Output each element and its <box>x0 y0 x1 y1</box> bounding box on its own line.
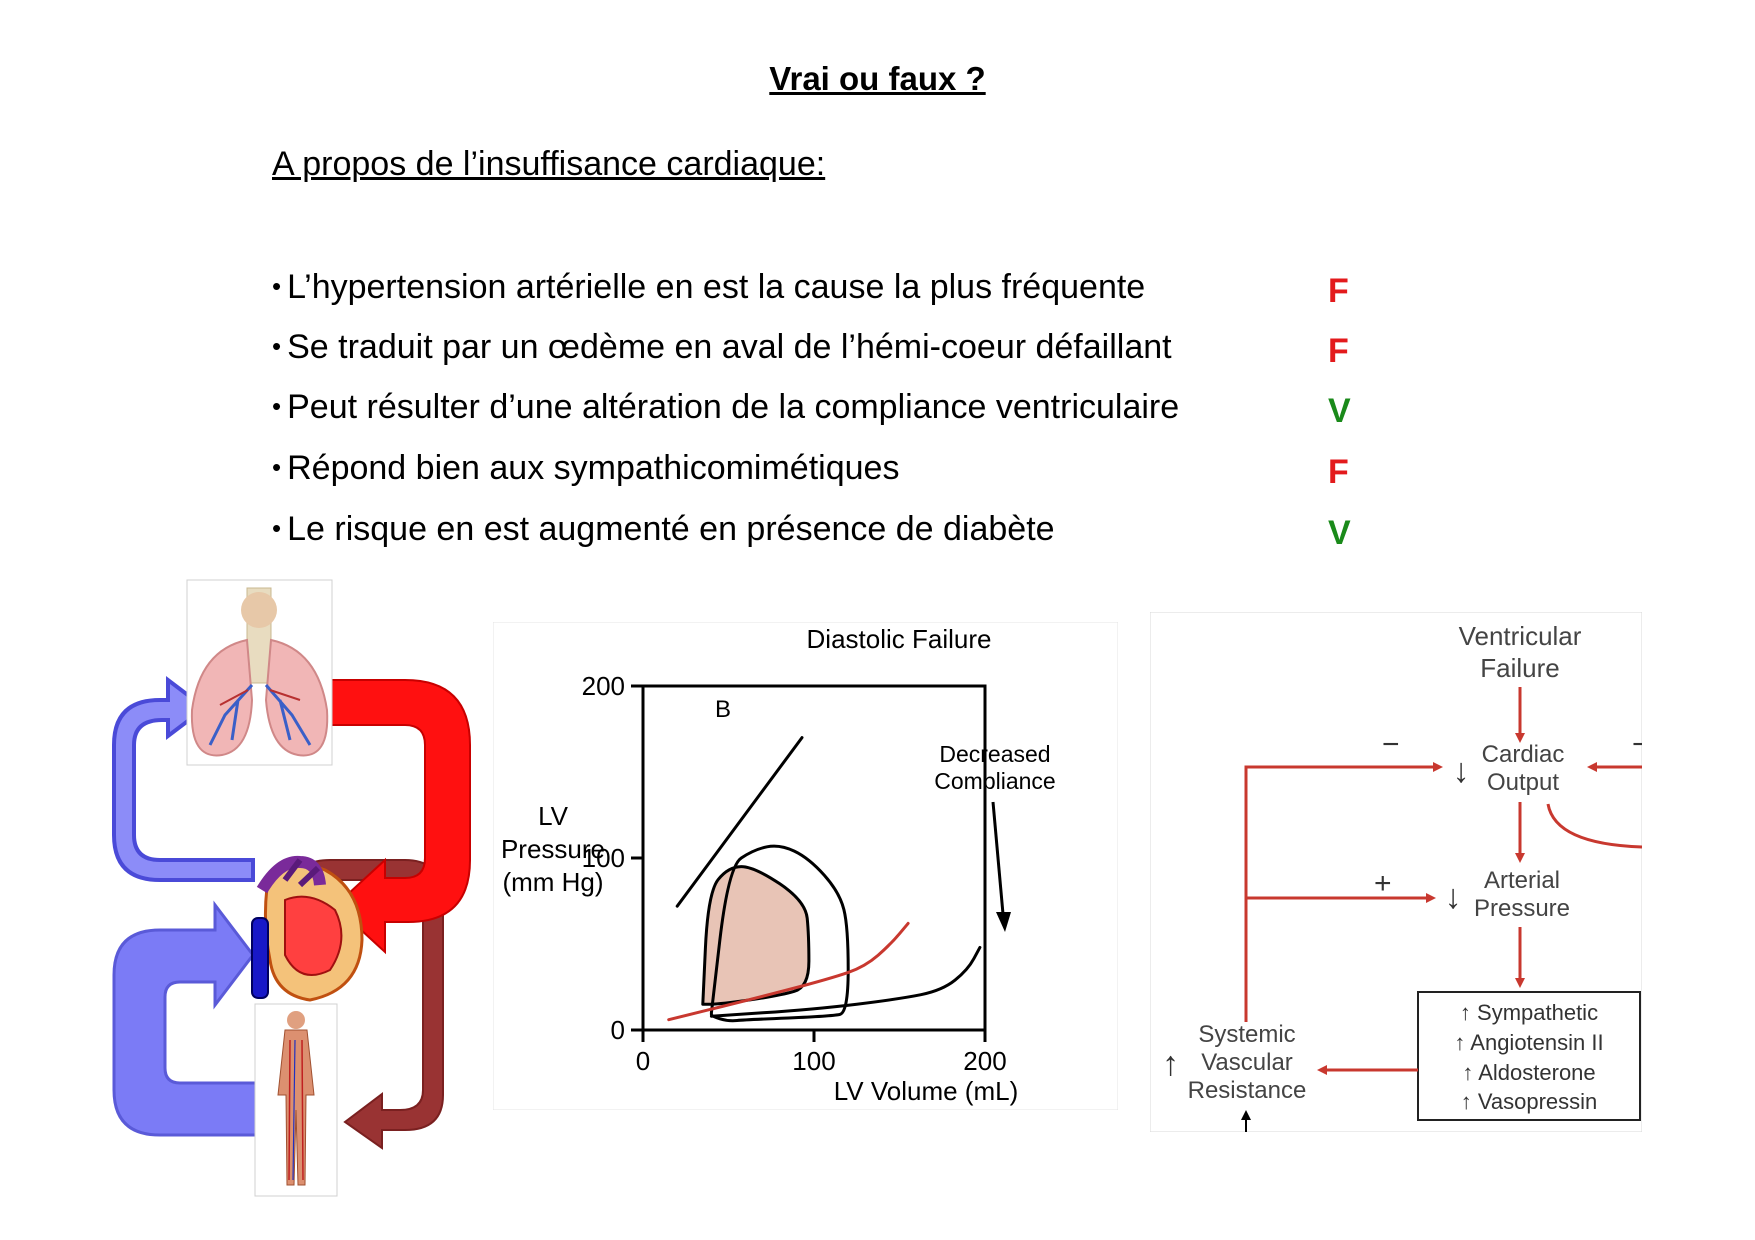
answer-5: V <box>1328 514 1351 552</box>
minus-sign: − <box>1382 728 1400 761</box>
decreased-compliance-curve <box>667 921 910 1022</box>
normal-pv-loop <box>709 844 850 1023</box>
box-line-2: ↑ Angiotensin II <box>1454 1030 1603 1055</box>
statement-text: L’hypertension artérielle en est la caus… <box>287 268 1146 306</box>
statement-1: •L’hypertension artérielle en est la cau… <box>272 268 1145 307</box>
svr-line2: Vascular <box>1201 1049 1293 1076</box>
statement-text: Se traduit par un œdème en aval de l’hém… <box>287 328 1172 366</box>
circulation-diagram <box>112 579 471 1197</box>
x-tick-label: 0 <box>636 1046 650 1076</box>
y-tick-label: 200 <box>582 671 625 701</box>
statement-text: Répond bien aux sympathicomimétiques <box>287 449 900 487</box>
y-axis-label-line3: (mm Hg) <box>502 867 603 897</box>
answer-4: F <box>1328 453 1349 491</box>
svr-up-icon: ↑ <box>1162 1045 1179 1083</box>
statement-text: Le risque en est augmenté en présence de… <box>287 510 1055 548</box>
y-axis-label-line2: Pressure <box>501 834 605 864</box>
bullet-icon: • <box>272 331 282 361</box>
bullet-icon: • <box>272 513 282 543</box>
annotation-line2: Compliance <box>934 768 1055 794</box>
chart-title: Diastolic Failure <box>807 624 992 654</box>
pv-chart: Diastolic Failure B LV Pressure (mm Hg) … <box>493 622 1118 1110</box>
failure-pv-loop <box>701 865 811 1006</box>
bullet-icon: • <box>272 452 282 482</box>
box-line-1: ↑ Sympathetic <box>1460 1000 1598 1025</box>
arterial-pressure-line2: Pressure <box>1474 895 1570 922</box>
statement-3: •Peut résulter d’une altération de la co… <box>272 388 1179 427</box>
normal-compliance-curve <box>709 945 982 1018</box>
flow-diagram: Ventricular Failure ↓ Cardiac Output ↓ A… <box>1150 612 1642 1132</box>
svr-line3: Resistance <box>1188 1077 1307 1104</box>
y-axis-label-line1: LV <box>538 801 569 831</box>
x-axis-label: LV Volume (mL) <box>834 1076 1018 1106</box>
svr-line1: Systemic <box>1198 1021 1295 1048</box>
ventricular-failure-line2: Failure <box>1480 653 1559 683</box>
page-title: Vrai ou faux ? <box>769 60 986 97</box>
x-tick-label: 200 <box>963 1046 1006 1076</box>
cardiac-output-line2: Output <box>1487 769 1559 796</box>
bullet-icon: • <box>272 391 282 421</box>
annotation-arrow-shaft <box>991 801 1005 915</box>
x-tick-label: 100 <box>792 1046 835 1076</box>
curve-output-right <box>1546 803 1642 849</box>
cardiac-output-down-icon: ↓ <box>1453 752 1470 790</box>
heart-image <box>251 855 364 1002</box>
annotation-arrow-head <box>996 912 1011 932</box>
statement-5: •Le risque en est augmenté en présence d… <box>272 510 1055 549</box>
page-subtitle: A propos de l’insuffisance cardiaque: <box>272 145 826 183</box>
answer-3: V <box>1328 392 1351 430</box>
y-tick-label: 100 <box>582 843 625 873</box>
answer-1: F <box>1328 272 1349 310</box>
minus-sign-right: − <box>1632 728 1642 761</box>
blue-arrow-top <box>112 675 255 882</box>
red-arrow <box>311 679 471 955</box>
answer-2: F <box>1328 332 1349 370</box>
blue-arrow-bottom <box>112 900 272 1137</box>
annotation-line1: Decreased <box>939 741 1050 767</box>
bullet-icon: • <box>272 271 282 301</box>
plus-sign: + <box>1374 867 1392 900</box>
body-image <box>254 1003 338 1197</box>
statement-2: •Se traduit par un œdème en aval de l’hé… <box>272 328 1172 367</box>
arterial-pressure-down-icon: ↓ <box>1445 878 1462 916</box>
cardiac-output-line1: Cardiac <box>1482 741 1565 768</box>
arrow-svr-to-output <box>1244 762 1443 1022</box>
box-line-4: ↑ Vasopressin <box>1461 1089 1598 1114</box>
neurohormonal-box <box>1417 991 1641 1121</box>
arterial-pressure-line1: Arterial <box>1484 867 1560 894</box>
box-line-3: ↑ Aldosterone <box>1462 1060 1595 1085</box>
ventricular-failure-line1: Ventricular <box>1459 621 1582 651</box>
end-systolic-line <box>675 736 804 908</box>
y-tick-label: 0 <box>611 1015 625 1045</box>
lungs-image <box>186 579 333 766</box>
statement-4: •Répond bien aux sympathicomimétiques <box>272 449 899 488</box>
panel-label: B <box>715 696 731 723</box>
statement-text: Peut résulter d’une altération de la com… <box>287 388 1180 426</box>
